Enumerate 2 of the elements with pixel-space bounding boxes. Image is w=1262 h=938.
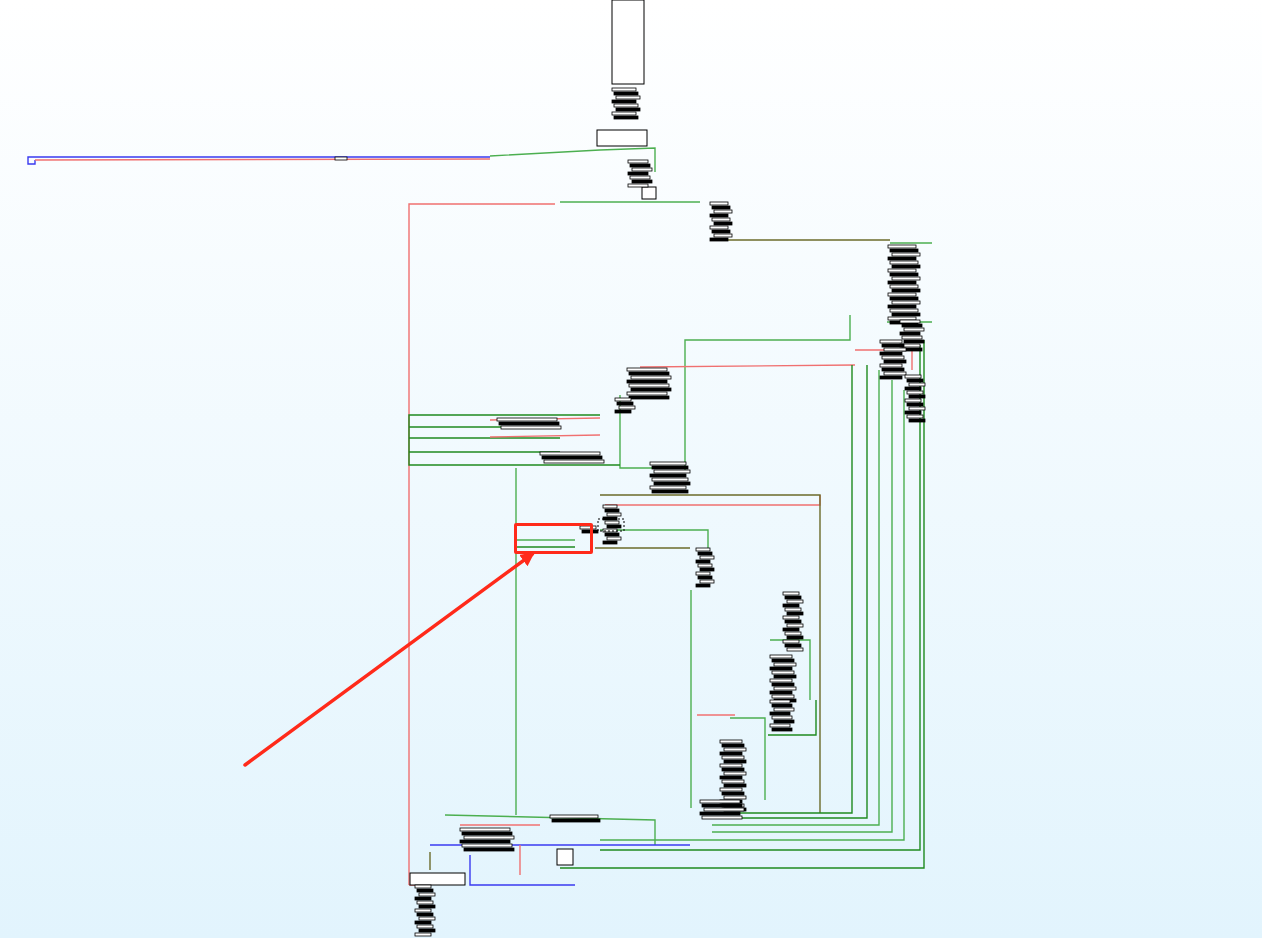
arrow [243, 552, 535, 767]
highlight-box [514, 523, 593, 554]
